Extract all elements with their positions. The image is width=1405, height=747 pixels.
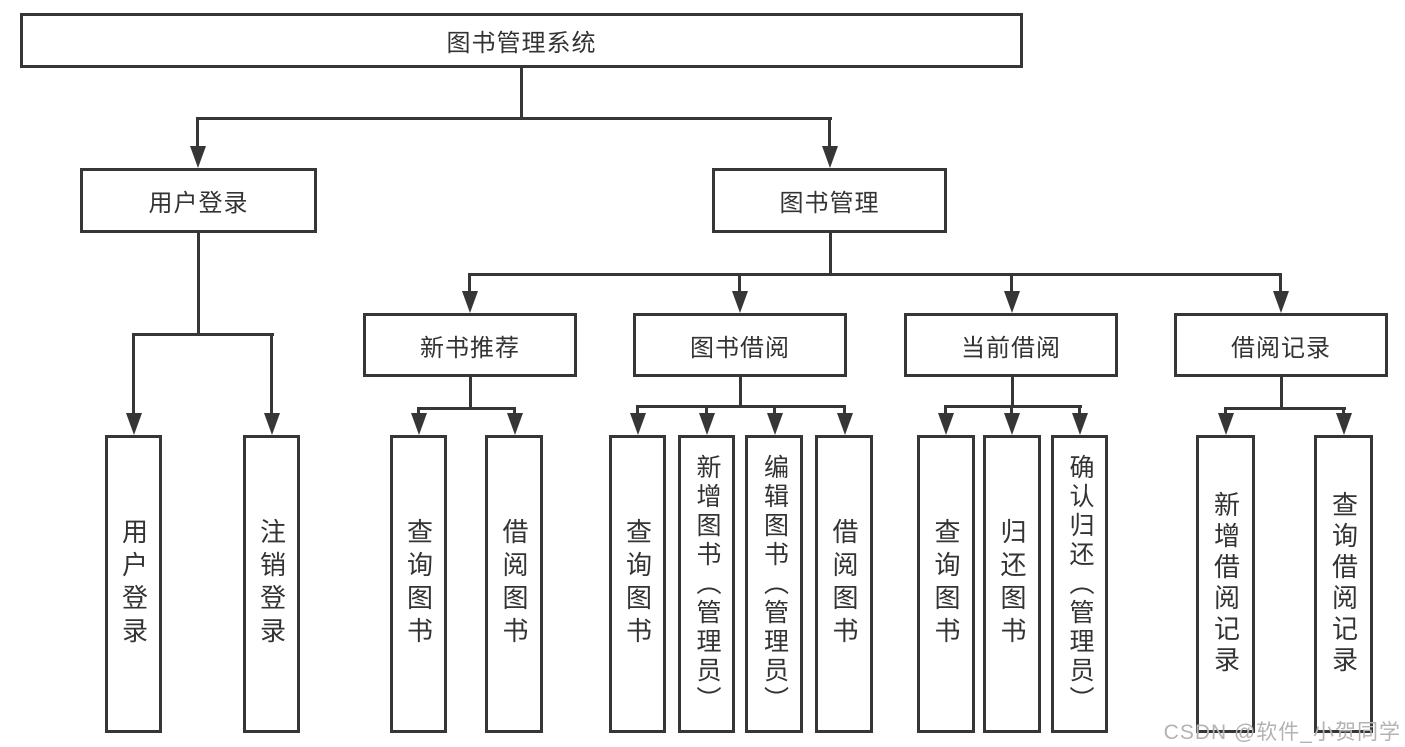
arrowhead-down-icon [822, 146, 838, 168]
connector-arrow-shaft [843, 405, 846, 415]
leaf-add-borrow-record: 新增借阅记录 [1196, 435, 1255, 733]
connector-arrow-shaft [468, 273, 471, 292]
leaf-label: 归还图书 [997, 518, 1027, 650]
node-current-borrow-label: 当前借阅 [961, 334, 1061, 362]
connector-arrow-shaft [828, 117, 831, 147]
leaf-query-borrow-record: 查询借阅记录 [1314, 435, 1373, 733]
leaf-edit-books-admin: 编辑图书（管理员） [745, 435, 803, 733]
connector-arrow-shaft [1279, 273, 1282, 292]
connector-root-feeder [520, 68, 523, 120]
arrowhead-down-icon [462, 291, 478, 313]
connector-arrow-shaft [513, 407, 516, 415]
connector-rail-borrow-records [1224, 407, 1346, 410]
connector-rail-new-book-rec [417, 407, 516, 410]
arrowhead-down-icon [1273, 291, 1289, 313]
arrowhead-down-icon [507, 413, 523, 435]
leaf-label: 查询图书 [403, 518, 434, 650]
arrowhead-down-icon [1336, 413, 1352, 435]
connector-arrow-shaft [636, 405, 639, 415]
arrowhead-down-icon [1004, 413, 1020, 435]
leaf-query-books-3: 查询图书 [917, 435, 975, 733]
arrowhead-down-icon [264, 413, 280, 435]
leaf-label: 新增图书（管理员） [693, 453, 721, 715]
leaf-label: 查询图书 [622, 518, 653, 650]
connector-arrow-shaft [1078, 405, 1081, 415]
connector-arrow-shaft [738, 273, 741, 292]
leaf-label: 新增借阅记录 [1210, 491, 1241, 677]
arrowhead-down-icon [411, 413, 427, 435]
node-borrow-records: 借阅记录 [1174, 313, 1388, 377]
arrowhead-down-icon [938, 413, 954, 435]
connector-arrow-shaft [705, 405, 708, 415]
leaf-label: 查询借阅记录 [1328, 491, 1359, 677]
node-new-book-recommend: 新书推荐 [363, 313, 577, 377]
leaf-query-books-1: 查询图书 [390, 435, 447, 733]
connector-borrow-records-feeder [1280, 377, 1283, 410]
node-user-login-label: 用户登录 [148, 190, 249, 217]
leaf-confirm-return-admin: 确认归还（管理员） [1051, 435, 1108, 733]
leaf-borrow-books-1: 借阅图书 [485, 435, 543, 733]
leaf-logout: 注销登录 [243, 435, 300, 733]
node-book-management-label: 图书管理 [779, 190, 880, 217]
leaf-label: 确认归还（管理员） [1066, 453, 1094, 715]
node-user-login: 用户登录 [80, 168, 317, 233]
leaf-return-books: 归还图书 [983, 435, 1041, 733]
node-new-book-recommend-label: 新书推荐 [420, 334, 520, 362]
node-borrow-records-label: 借阅记录 [1231, 334, 1331, 362]
leaf-label: 借阅图书 [499, 518, 529, 650]
connector-book-mgmt-feeder [829, 233, 832, 276]
connector-user-login-feeder [197, 233, 200, 336]
connector-arrow-shaft [132, 333, 135, 414]
leaf-label: 编辑图书（管理员） [760, 453, 789, 715]
connector-rail-level2 [470, 273, 1282, 276]
connector-arrow-shaft [1010, 273, 1013, 292]
leaf-label: 查询图书 [931, 518, 961, 650]
connector-book-borrow-feeder [739, 377, 742, 408]
node-book-management: 图书管理 [712, 168, 947, 233]
node-current-borrow: 当前借阅 [904, 313, 1118, 377]
arrowhead-down-icon [837, 413, 853, 435]
connector-arrow-shaft [1010, 405, 1013, 415]
node-root-label: 图书管理系统 [446, 30, 597, 57]
arrowhead-down-icon [699, 413, 715, 435]
connector-current-borrow-feeder [1011, 377, 1014, 408]
node-book-borrow-label: 图书借阅 [690, 334, 790, 362]
leaf-query-books-2: 查询图书 [609, 435, 666, 733]
leaf-borrow-books-2: 借阅图书 [815, 435, 873, 733]
connector-arrow-shaft [417, 407, 420, 415]
arrowhead-down-icon [1004, 291, 1020, 313]
connector-arrow-shaft [270, 333, 273, 414]
leaf-label: 借阅图书 [829, 518, 859, 650]
connector-arrow-shaft [944, 405, 947, 415]
node-root: 图书管理系统 [20, 13, 1023, 68]
arrowhead-down-icon [732, 291, 748, 313]
connector-rail-current-borrow [944, 405, 1082, 408]
leaf-user-login: 用户登录 [105, 435, 162, 733]
connector-rail-book-borrow [636, 405, 846, 408]
arrowhead-down-icon [1072, 413, 1088, 435]
connector-rail-user-login [132, 333, 274, 336]
leaf-label: 注销登录 [256, 518, 287, 650]
arrowhead-down-icon [190, 146, 206, 168]
connector-arrow-shaft [1342, 407, 1345, 415]
connector-new-book-rec-feeder [469, 376, 472, 410]
arrowhead-down-icon [126, 413, 142, 435]
leaf-label: 用户登录 [118, 518, 149, 650]
arrowhead-down-icon [1218, 413, 1234, 435]
node-book-borrow: 图书借阅 [633, 313, 847, 377]
arrowhead-down-icon [630, 413, 646, 435]
watermark-text: CSDN @软件_小贺同学 [1163, 721, 1401, 744]
connector-rail-level1 [197, 117, 832, 120]
connector-arrow-shaft [773, 405, 776, 415]
connector-arrow-shaft [1224, 407, 1227, 415]
arrowhead-down-icon [767, 413, 783, 435]
connector-arrow-shaft [196, 117, 199, 147]
leaf-add-books-admin: 新增图书（管理员） [678, 435, 735, 733]
